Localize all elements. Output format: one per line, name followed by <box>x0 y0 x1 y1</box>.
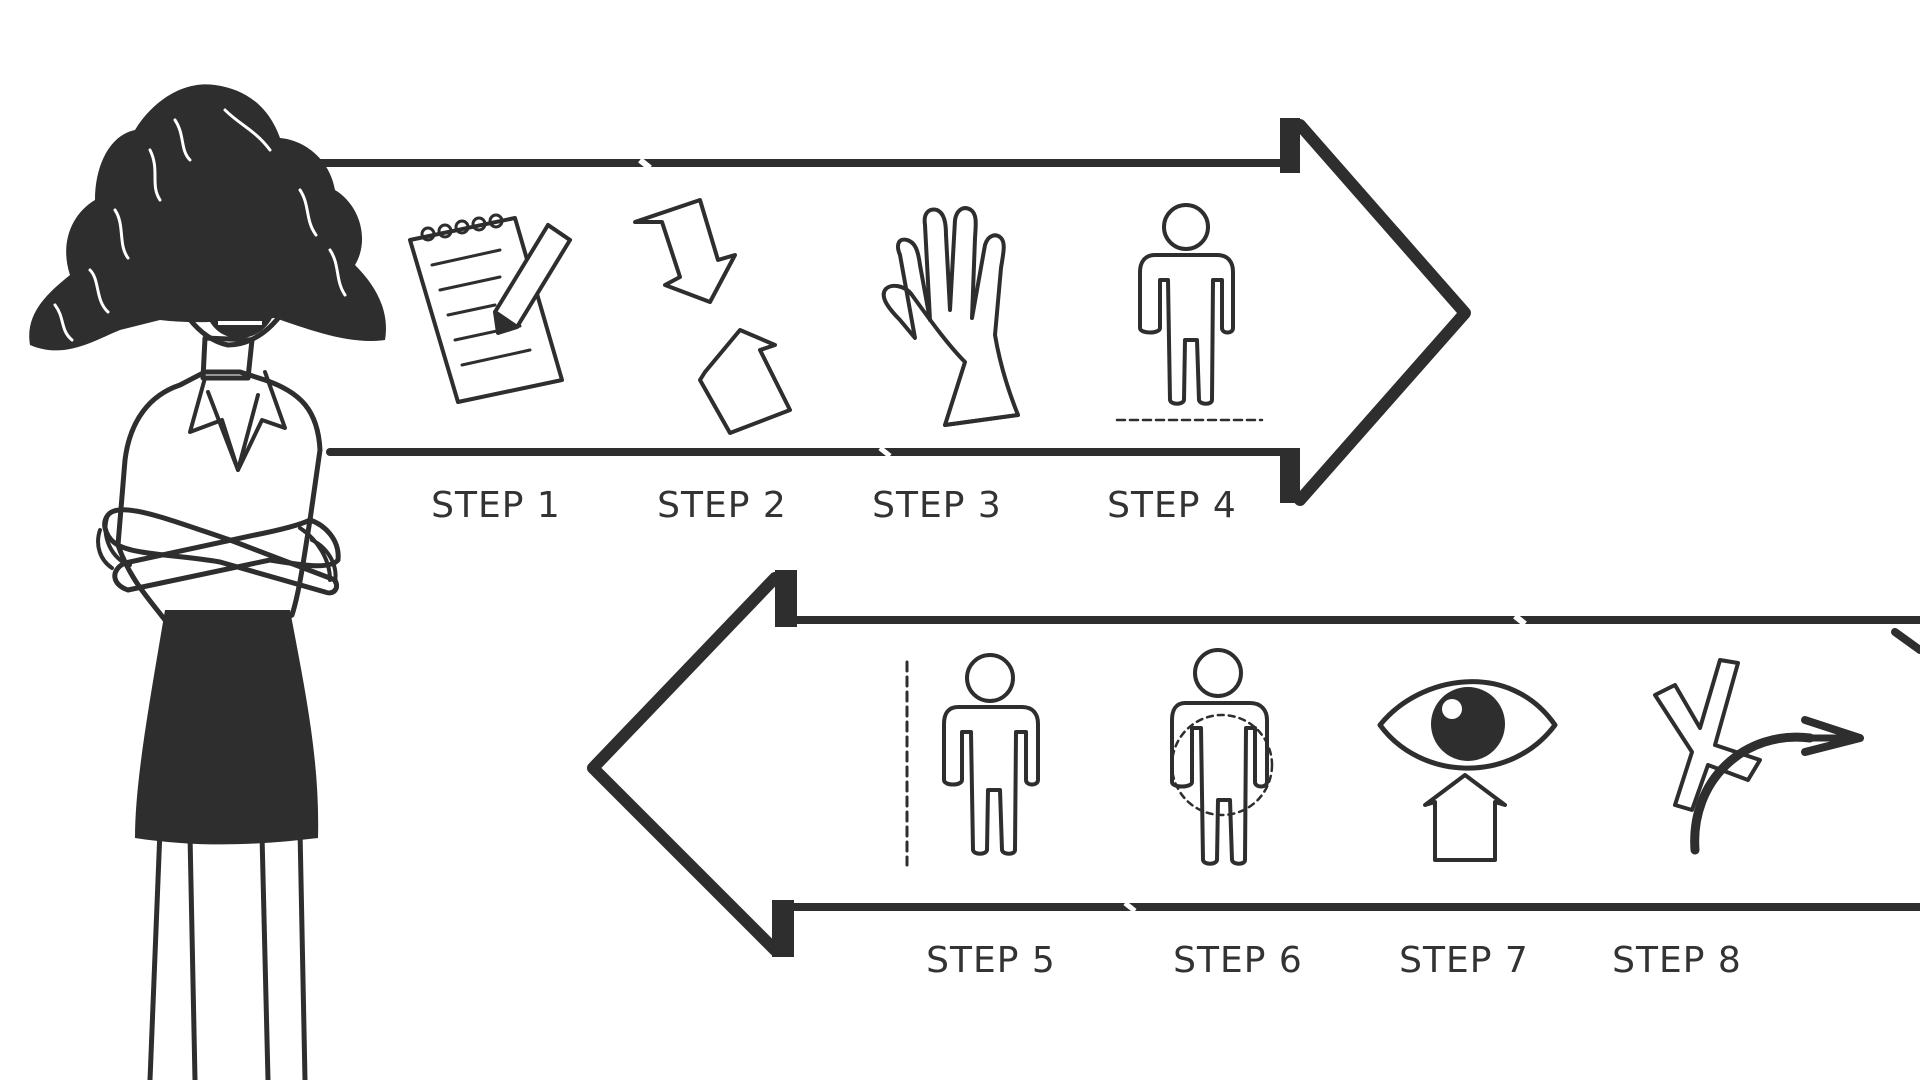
arrow-right <box>296 118 1471 506</box>
step-7-label: STEP 7 <box>1399 940 1529 981</box>
woman-arms-crossed-illustration <box>29 84 386 1080</box>
step-1-label: STEP 1 <box>431 485 561 526</box>
step-2-label: STEP 2 <box>657 485 787 526</box>
step-3-label: STEP 3 <box>872 485 1002 526</box>
step-4-label: STEP 4 <box>1107 485 1237 526</box>
step-labels: STEP 1 STEP 2 STEP 3 STEP 4 STEP 5 STEP … <box>431 485 1742 981</box>
eye-arrow-up-icon <box>1377 679 1558 862</box>
person-beside-line-icon <box>905 653 1040 867</box>
step-6-label: STEP 6 <box>1173 940 1303 981</box>
x-curved-arrow-icon <box>1653 658 1864 855</box>
raised-hand-icon <box>881 206 1020 427</box>
notepad-pencil-icon <box>408 213 572 404</box>
person-circle-icon <box>1170 648 1274 866</box>
arrows-down-up-icon <box>633 198 792 435</box>
step-5-label: STEP 5 <box>926 940 1056 981</box>
step-8-label: STEP 8 <box>1612 940 1742 981</box>
arrow-left <box>587 570 1920 957</box>
person-standing-on-line-icon <box>1115 203 1264 422</box>
